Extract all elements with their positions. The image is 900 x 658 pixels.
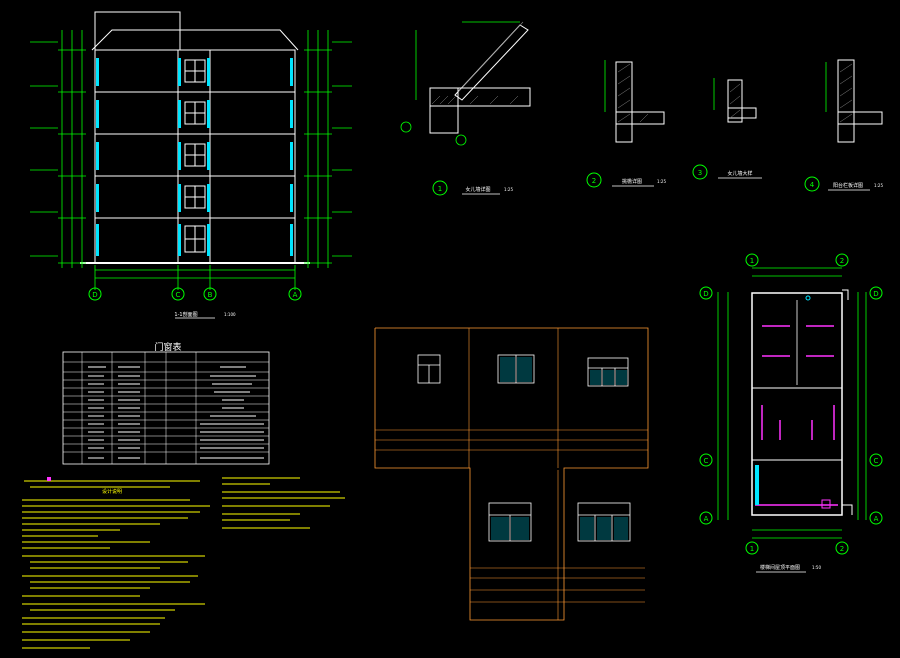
window-w1 [417,354,441,384]
detail-2-parapet: 2 挑檐详图 1:25 [586,60,666,188]
section-windows [184,59,206,253]
window-w3 [587,357,629,387]
plan-axis-left-c: C [704,457,709,465]
detail-4: 4 阳台栏板详图 1:25 [804,59,883,192]
plan-scale: 1:50 [812,565,821,570]
axis-label-a: A [293,291,298,299]
window-w2 [497,354,535,384]
door-window-table-title: 门窗表 [154,341,181,353]
plan-axis-left-a: A [704,515,709,523]
door-window-table: 门窗表 [62,341,270,465]
detail-3-title: 女儿墙大样 [727,170,752,177]
plan-axis-top-1: 1 [750,257,754,265]
detail-2-number: 2 [592,177,596,185]
axis-label-c: C [176,291,181,299]
detail-4-number: 4 [810,181,815,189]
design-notes-heading: 设计说明 [102,488,122,495]
window-schedule [374,327,649,621]
plan-axis-left-d: D [703,290,708,298]
section-axis-bubbles: D C B A [88,287,302,301]
plan-axis-top-2: 2 [840,257,844,265]
axis-label-b: B [208,291,213,299]
bottom-dimensions [94,265,296,290]
plan-axis-right-d: D [873,290,878,298]
window-w5 [577,502,631,542]
detail-4-title: 阳台栏板详图 [833,182,863,189]
plan-axis-bottom-1: 1 [750,545,754,553]
detail-3-number: 3 [698,169,702,177]
detail-3: 3 女儿墙大样 [692,78,762,180]
detail-2-scale: 1:25 [657,179,666,184]
plan-axis-right-a: A [874,515,879,523]
window-w4 [488,502,532,542]
design-notes: 设计说明 [22,477,345,649]
detail-4-scale: 1:25 [874,183,883,188]
plan-axis-right-c: C [874,457,879,465]
stair-roof-plan: 1 2 1 2 D C A D C A 楼梯间屋顶平面图 1:50 [699,253,883,573]
stair-treads [755,325,838,506]
detail-1-title: 女儿墙详图 [465,186,490,193]
glazing [96,58,293,256]
plan-axis-bottom-2: 2 [840,545,844,553]
floor-lines [95,91,295,219]
building-section-elevation: D C B A 1-1剖面图 1:100 [30,11,352,319]
detail-2-title: 挑檐详图 [622,178,642,185]
elevation-scale: 1:100 [224,312,236,317]
detail-1-number: 1 [438,185,442,193]
plan-caption: 楼梯间屋顶平面图 [760,564,800,571]
detail-1-scale: 1:25 [504,187,513,192]
elevation-caption: 1-1剖面图 [174,311,197,318]
right-dimensions [304,30,352,268]
axis-label-d: D [92,291,97,299]
left-dimensions [30,30,86,268]
detail-1-eave: 1 女儿墙详图 1:25 [400,21,531,196]
